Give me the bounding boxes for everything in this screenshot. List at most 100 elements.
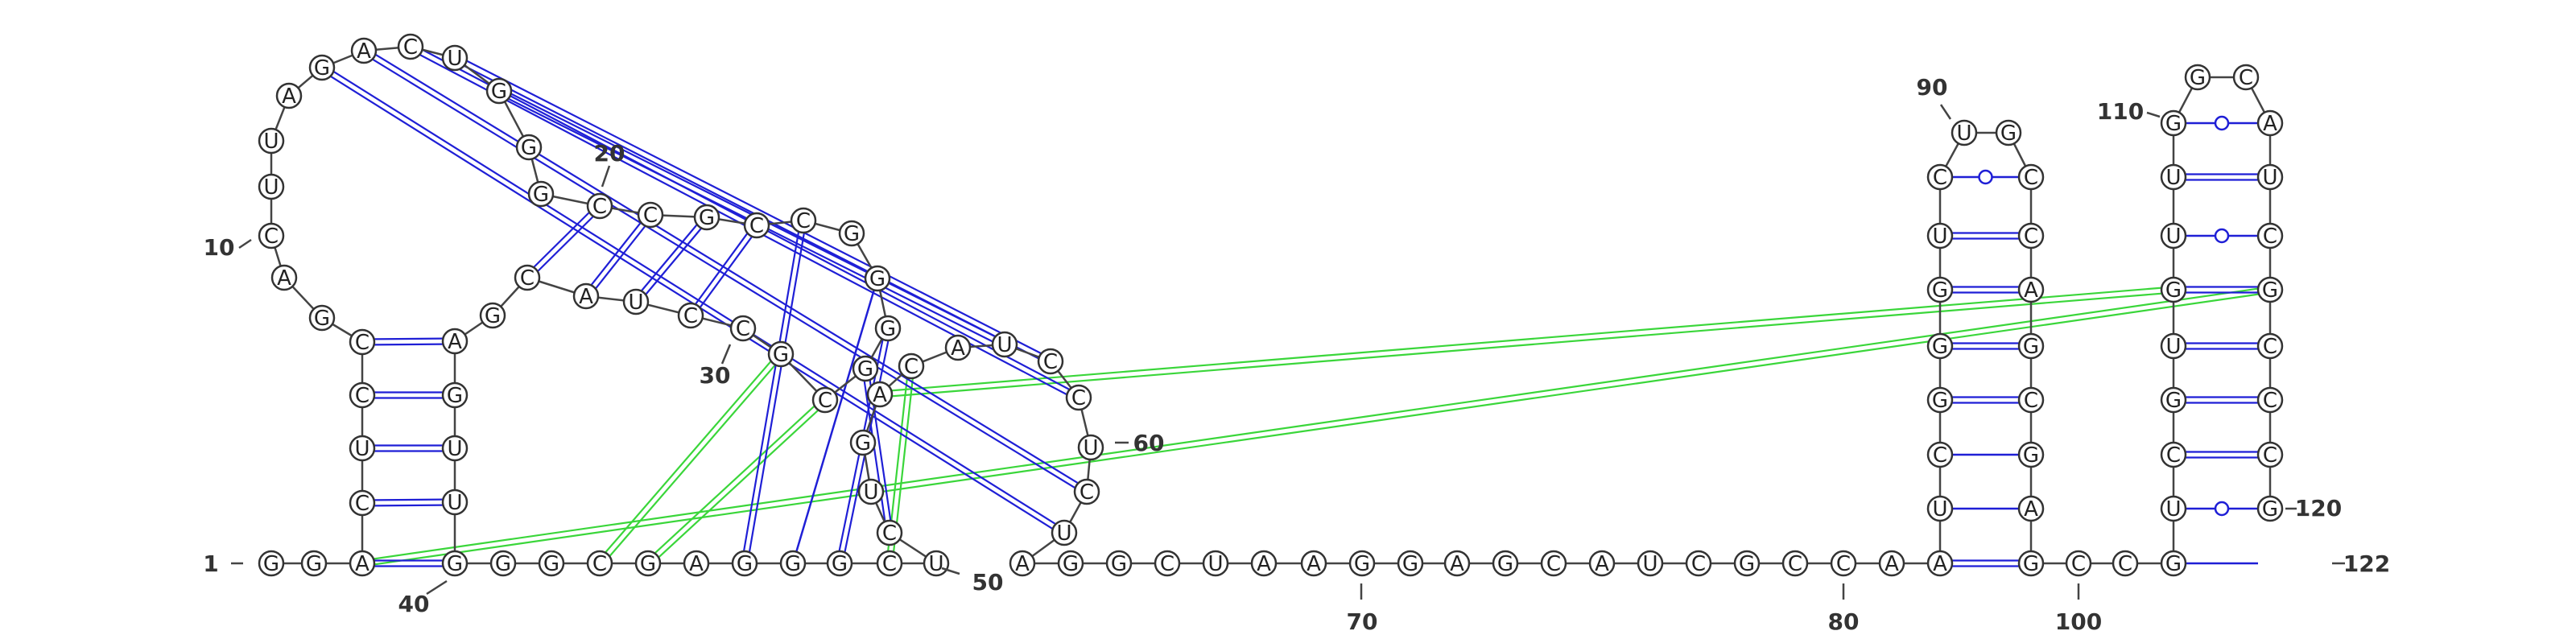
nucleotide-circle — [572, 282, 600, 310]
nucleotide-38: A — [441, 328, 469, 355]
nucleotide-letter: A — [355, 552, 369, 576]
nucleotide-circle — [527, 180, 555, 208]
nucleotide-circle — [1830, 550, 1857, 577]
nucleotide-circle — [767, 340, 795, 368]
nucleotide-37: G — [479, 302, 506, 329]
wobble-pair-marker — [2214, 228, 2230, 244]
nucleotide-circle — [2160, 109, 2187, 137]
nucleotide-110: U — [2160, 222, 2187, 249]
nucleotide-22: C — [637, 201, 664, 229]
nucleotide-circle — [489, 550, 517, 577]
base-pair-bond — [524, 203, 599, 277]
nucleotide-circle — [876, 550, 903, 577]
nucleotide-letter: G — [495, 552, 511, 576]
nucleotide-letter: A — [1015, 552, 1030, 576]
nucleotide-circle — [258, 222, 285, 249]
nucleotide-circle — [586, 192, 613, 220]
nucleotide-letter: C — [1160, 552, 1174, 576]
nucleotide-91: C — [1926, 163, 1954, 191]
nucleotide-12: U — [258, 127, 285, 155]
nucleotide-115: A — [2256, 109, 2284, 137]
base-pair-bond — [361, 337, 455, 340]
nucleotide-letter: G — [447, 552, 463, 576]
wobble-pair-marker — [1978, 169, 1993, 185]
nucleotide-letter: G — [1111, 552, 1127, 576]
nucleotide-2: G — [300, 550, 328, 577]
nucleotide-32: C — [729, 315, 757, 342]
nucleotide-letter: A — [1307, 552, 1321, 576]
nucleotide-letter: C — [1080, 480, 1094, 505]
nucleotide-letter: G — [533, 183, 549, 207]
nucleotide-circle — [866, 381, 894, 408]
nucleotide-circle — [515, 134, 543, 161]
nucleotide-56: A — [866, 381, 894, 408]
nucleotide-circle — [677, 302, 704, 329]
nucleotide-circle — [1443, 550, 1471, 577]
nucleotide-62: U — [1077, 434, 1104, 461]
nucleotide-71: A — [1300, 550, 1327, 577]
nucleotide-circle — [441, 381, 469, 409]
nucleotide-letter: G — [521, 136, 537, 160]
nucleotide-circle — [849, 429, 877, 456]
position-label-80: 80 — [1828, 608, 1860, 635]
nucleotide-letter: A — [579, 285, 593, 309]
nucleotide-circle — [2017, 386, 2045, 414]
nucleotide-letter: G — [2190, 66, 2206, 90]
nucleotide-letter: U — [1056, 522, 1071, 546]
nucleotide-86: C — [1926, 441, 1954, 468]
nucleotide-circle — [258, 127, 285, 155]
nucleotide-70: A — [1250, 550, 1278, 577]
nucleotide-23: G — [693, 204, 720, 231]
nucleotide-5: U — [349, 435, 376, 462]
nucleotide-letter: G — [2023, 335, 2039, 359]
nucleotide-letter: A — [951, 336, 965, 361]
nucleotide-circle — [683, 550, 710, 577]
nucleotide-letter: G — [869, 267, 886, 291]
nucleotide-58: A — [944, 334, 972, 361]
nucleotide-circle — [485, 77, 513, 105]
nucleotide-60: C — [1037, 348, 1064, 375]
nucleotide-letter: A — [1933, 552, 1947, 576]
nucleotide-circle — [898, 352, 925, 380]
nucleotide-76: C — [1540, 550, 1567, 577]
nucleotide-46: G — [634, 550, 662, 577]
nucleotide-letter: C — [882, 552, 897, 576]
base-pair-bond — [456, 54, 1053, 360]
nucleotide-letter: C — [592, 552, 607, 576]
nucleotide-39: G — [441, 381, 469, 409]
nucleotide-letter: U — [2165, 497, 2181, 522]
tick-marks — [231, 104, 2345, 600]
nucleotide-letter: U — [447, 491, 462, 515]
nucleotide-letter: C — [2166, 443, 2181, 468]
base-pair-bond — [361, 498, 455, 501]
nucleotide-8: G — [308, 304, 336, 332]
nucleotide-circle — [441, 550, 469, 577]
nucleotide-16: C — [397, 33, 424, 60]
nucleotide-letter: C — [1546, 552, 1561, 576]
nucleotide-66: G — [1057, 550, 1084, 577]
nucleotide-letter: A — [1450, 552, 1464, 576]
nucleotide-circle — [1051, 519, 1078, 546]
nucleotide-circle — [1733, 550, 1761, 577]
nucleotide-letter: U — [1932, 225, 1947, 249]
nucleotide-circle — [479, 302, 506, 329]
nucleotide-letter: C — [2239, 66, 2253, 90]
nucleotide-circle — [811, 386, 839, 414]
nucleotide-98: C — [2017, 386, 2045, 414]
nucleotide-letter: C — [355, 384, 369, 408]
position-label-110: 110 — [2097, 98, 2144, 125]
nucleotide-circle — [2256, 495, 2284, 522]
nucleotide-letter: A — [1885, 552, 1899, 576]
nucleotide-letter: C — [1836, 552, 1851, 576]
nucleotide-49: G — [779, 550, 807, 577]
nucleotide-circle — [1154, 550, 1181, 577]
nucleotide-circle — [779, 550, 807, 577]
nucleotide-circle — [2017, 550, 2045, 577]
nucleotide-circle — [790, 207, 817, 234]
nucleotide-78: U — [1637, 550, 1664, 577]
nucleotide-circle — [308, 54, 336, 81]
nucleotide-36: C — [514, 264, 541, 291]
nucleotide-letter: G — [857, 357, 873, 381]
nucleotide-circle — [1073, 478, 1100, 505]
nucleotide-circle — [441, 489, 469, 516]
